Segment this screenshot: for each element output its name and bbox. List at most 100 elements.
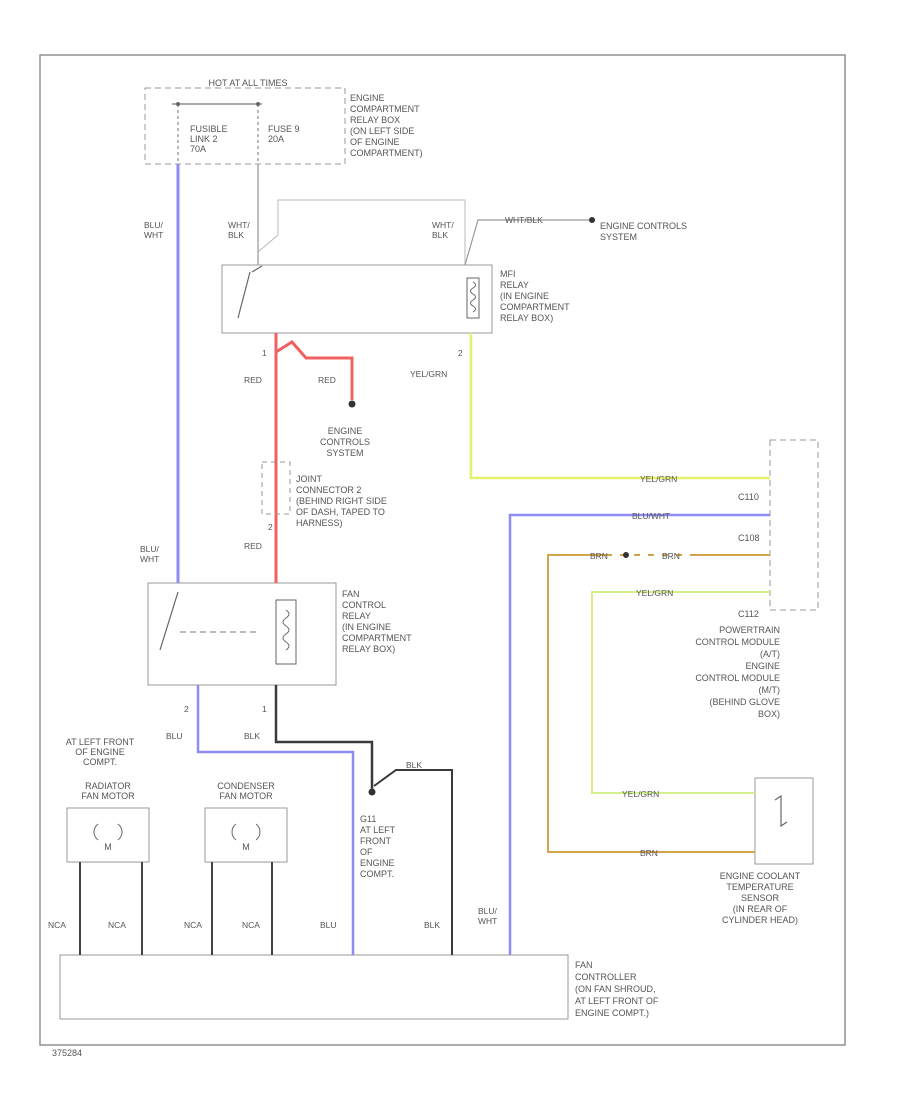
text-line: RELAY BOX) xyxy=(500,313,553,323)
wire-label-nca-2: NCA xyxy=(108,920,126,930)
text-line: BLU/ xyxy=(140,544,160,554)
c110-label: C110 xyxy=(738,492,759,502)
text-line: (BEHIND GLOVE xyxy=(709,697,780,707)
text-line: WHT xyxy=(144,230,163,240)
text-line: CONTROLS xyxy=(320,437,370,447)
wire-label-brn-1: BRN xyxy=(590,551,608,561)
text-line: RADIATOR xyxy=(85,781,131,791)
text-line: FAN MOTOR xyxy=(219,791,273,801)
text-line: BLU/ xyxy=(144,220,164,230)
text-line: FUSE 9 xyxy=(268,124,300,134)
pcm-connector: C110 C108 C112 POWERTRAIN CONTROL MODULE (… xyxy=(695,439,819,719)
text-line: MFI xyxy=(500,269,516,279)
wire-label-yel-grn-2: YEL/GRN xyxy=(640,474,677,484)
text-line: (ON LEFT SIDE xyxy=(350,126,414,136)
text-line: COMPARTMENT xyxy=(500,302,570,312)
text-line: BLU/ xyxy=(478,906,498,916)
text-line: FAN MOTOR xyxy=(81,791,135,801)
wire-label-brn-3: BRN xyxy=(640,848,658,858)
text-line: (IN ENGINE xyxy=(342,622,391,632)
text-line: SYSTEM xyxy=(600,232,637,242)
wire-label-wht-blk-3: WHT/BLK xyxy=(505,215,543,225)
diagram-frame xyxy=(39,54,846,1046)
pin-2-joint: 2 xyxy=(268,522,273,532)
text-line: COMPARTMENT) xyxy=(350,148,423,158)
wire-label-nca-1: NCA xyxy=(48,920,66,930)
wire-label-blu-wht-3: BLU/WHT xyxy=(140,544,160,564)
text-line: ENGINE xyxy=(350,93,385,103)
text-line: BLK xyxy=(228,230,244,240)
text-line: (IN REAR OF xyxy=(733,904,788,914)
text-line: LINK 2 xyxy=(190,134,218,144)
text-line: CONTROL MODULE xyxy=(695,637,780,647)
text-line: ENGINE xyxy=(328,426,363,436)
text-line: RELAY xyxy=(500,280,529,290)
wire-label-brn-2: BRN xyxy=(662,551,680,561)
text-line: OF xyxy=(360,847,373,857)
wires xyxy=(79,164,770,955)
pin-2-fan: 2 xyxy=(184,704,189,714)
text-line: (IN ENGINE xyxy=(500,291,549,301)
wire-label-yel-grn-4: YEL/GRN xyxy=(622,789,659,799)
wire-label-blu-2: BLU xyxy=(320,920,337,930)
c108-label: C108 xyxy=(738,533,760,543)
condenser-motor-symbol: M xyxy=(242,842,250,852)
text-line: 20A xyxy=(268,134,284,144)
text-line: JOINT xyxy=(296,474,323,484)
wire-yel-grn xyxy=(469,333,770,480)
text-line: OF ENGINE xyxy=(350,137,400,147)
radiator-motor-symbol: M xyxy=(104,842,112,852)
text-line: FAN xyxy=(575,960,593,970)
c112-label: C112 xyxy=(738,609,759,619)
wire-label-yel-grn-1: YEL/GRN xyxy=(410,369,447,379)
text-line: WHT xyxy=(478,916,497,926)
text-line: OF DASH, TAPED TO xyxy=(296,507,385,517)
wire-blu-wht-pcm xyxy=(508,513,770,955)
text-line: TEMPERATURE xyxy=(726,882,793,892)
text-line: SENSOR xyxy=(741,893,780,903)
text-line: WHT xyxy=(140,554,159,564)
text-line: (M/T) xyxy=(759,685,781,695)
pin-1-mfi: 1 xyxy=(262,348,267,358)
text-line: AT LEFT FRONT OF xyxy=(575,996,659,1006)
text-line: AT LEFT xyxy=(360,825,396,835)
wire-label-blu-wht-2: BLU/WHT xyxy=(632,511,670,521)
text-line: AT LEFT FRONT xyxy=(66,737,135,747)
text-line: CONTROL xyxy=(342,600,386,610)
text-line: COMPARTMENT xyxy=(350,104,420,114)
text-line: RELAY xyxy=(342,611,371,621)
wire-labels: BLU/WHT WHT/BLK WHT/BLK WHT/BLK ENGINE C… xyxy=(48,215,687,1058)
hot-at-all-times-label: HOT AT ALL TIMES xyxy=(208,78,287,88)
wire-label-blu-1: BLU xyxy=(166,731,183,741)
text-line: (ON FAN SHROUD, xyxy=(575,984,656,994)
text-line: BLK xyxy=(432,230,448,240)
wire-label-red-3: RED xyxy=(244,541,262,551)
text-line: 70A xyxy=(190,144,206,154)
text-line: POWERTRAIN xyxy=(719,625,780,635)
text-line: CYLINDER HEAD) xyxy=(722,915,798,925)
text-line: ENGINE COOLANT xyxy=(720,871,801,881)
text-line: WHT/ xyxy=(432,220,454,230)
text-line: COMPT. xyxy=(360,869,394,879)
text-line: RELAY BOX) xyxy=(342,644,395,654)
wire-label-blk-3: BLK xyxy=(424,920,440,930)
wire-label-wht-blk-2: WHT/BLK xyxy=(432,220,454,240)
text-line: (A/T) xyxy=(760,649,780,659)
